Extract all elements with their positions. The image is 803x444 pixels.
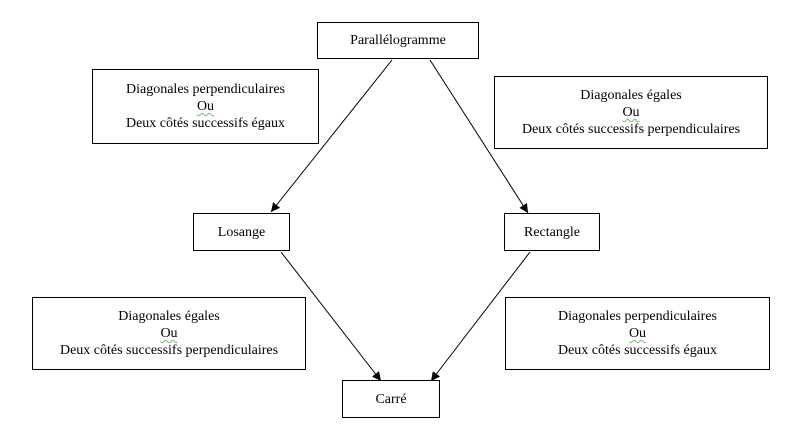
condition-line: Deux côtés successifs perpendiculaires (521, 122, 741, 137)
arrow-rectangle-to-carre (430, 251, 531, 382)
arrow-parallelogramme-to-losange (270, 59, 393, 213)
condition-line: Diagonales perpendiculaires (558, 309, 717, 324)
condition-or: Ou (622, 105, 640, 120)
node-losange: Losange (193, 213, 290, 251)
condition-box-losange-carre: Diagonales égales Ou Deux côtés successi… (32, 297, 306, 370)
condition-or: Ou (160, 326, 178, 341)
node-label: Rectangle (524, 224, 580, 240)
node-label: Parallélogramme (350, 33, 446, 48)
node-label: Carré (375, 391, 407, 407)
condition-line: Diagonales égales (118, 309, 220, 324)
condition-box-para-rectangle: Diagonales égales Ou Deux côtés successi… (494, 76, 768, 149)
condition-box-rectangle-carre: Diagonales perpendiculaires Ou Deux côté… (505, 297, 770, 370)
node-parallelogramme: Parallélogramme (317, 22, 479, 59)
condition-line: Deux côtés successifs perpendiculaires (59, 343, 279, 358)
condition-line: Deux côtés successifs égaux (557, 343, 717, 358)
node-carre: Carré (342, 380, 440, 418)
condition-line: Diagonales égales (580, 88, 682, 103)
node-rectangle: Rectangle (504, 213, 600, 251)
condition-or: Ou (196, 99, 215, 114)
condition-line: Diagonales perpendiculaires (126, 82, 285, 97)
condition-line: Deux côtés successifs égaux (125, 116, 285, 131)
node-label: Losange (217, 224, 266, 240)
arrow-parallelogramme-to-rectangle (429, 59, 529, 214)
arrow-losange-to-carre (280, 251, 382, 382)
condition-or: Ou (628, 326, 647, 341)
condition-box-para-losange: Diagonales perpendiculaires Ou Deux côté… (92, 69, 319, 144)
